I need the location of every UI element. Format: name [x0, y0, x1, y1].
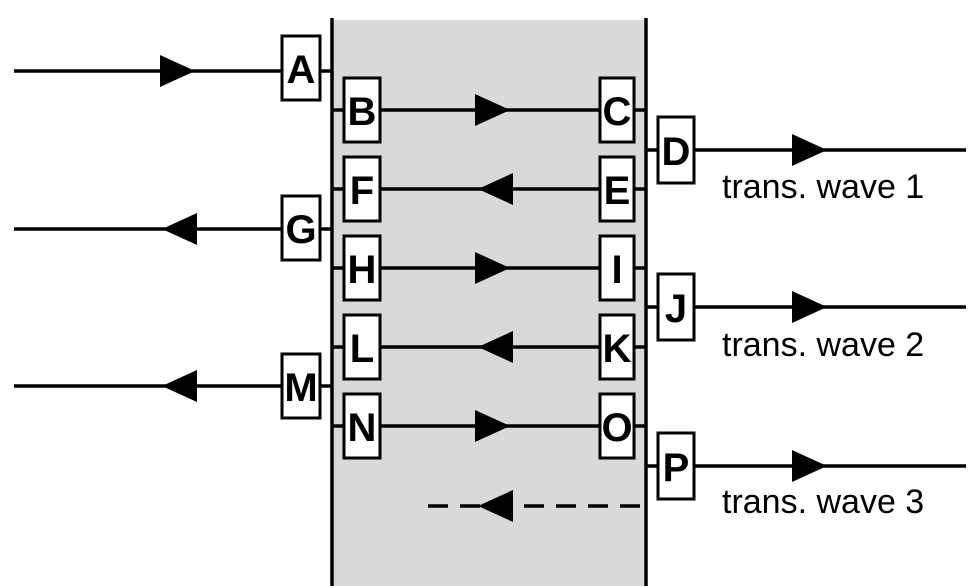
inner-arrow-no [475, 410, 510, 442]
label-box-b: B [342, 76, 382, 144]
label-b: B [348, 90, 377, 134]
label-box-c: C [598, 76, 636, 144]
label-k: K [603, 327, 632, 371]
label-box-n: N [342, 392, 382, 460]
label-m: M [284, 366, 317, 410]
reflected-arrow-2 [162, 370, 197, 402]
label-p: P [663, 446, 690, 490]
label-box-i: I [598, 234, 636, 302]
inner-arrow-kl [478, 331, 513, 363]
label-c: C [603, 90, 632, 134]
transmitted-arrow-1 [792, 134, 827, 166]
label-box-d: D [656, 115, 696, 185]
caption-trans-wave-1: trans. wave 1 [722, 168, 924, 206]
inner-arrow-hi [475, 252, 510, 284]
inner-arrow-bc [475, 94, 510, 126]
label-box-a: A [280, 34, 322, 102]
label-box-g: G [280, 194, 322, 262]
label-l: L [350, 327, 374, 371]
label-d: D [662, 130, 691, 174]
label-a: A [287, 48, 316, 92]
inner-arrow-ef [478, 173, 513, 205]
label-box-o: O [598, 392, 636, 460]
transmitted-arrow-3 [792, 450, 827, 482]
transmitted-arrow-2 [792, 291, 827, 323]
label-j: J [665, 287, 687, 331]
label-f: F [350, 169, 374, 213]
label-i: I [611, 248, 622, 292]
label-box-e: E [598, 155, 636, 223]
label-box-p: P [656, 431, 696, 501]
label-g: G [285, 208, 316, 252]
caption-trans-wave-3: trans. wave 3 [722, 483, 924, 521]
caption-trans-wave-2: trans. wave 2 [722, 326, 924, 364]
inner-arrow-dashed [478, 490, 513, 522]
label-box-l: L [342, 313, 382, 381]
label-box-k: K [598, 313, 636, 381]
label-n: N [348, 406, 377, 450]
reflected-arrow-1 [162, 213, 197, 245]
label-o: O [601, 406, 632, 450]
incident-arrow [160, 55, 195, 87]
label-box-f: F [342, 155, 382, 223]
label-box-m: M [280, 352, 322, 420]
label-box-h: H [342, 234, 382, 302]
label-h: H [348, 248, 377, 292]
label-box-j: J [656, 272, 696, 342]
label-e: E [604, 169, 631, 213]
